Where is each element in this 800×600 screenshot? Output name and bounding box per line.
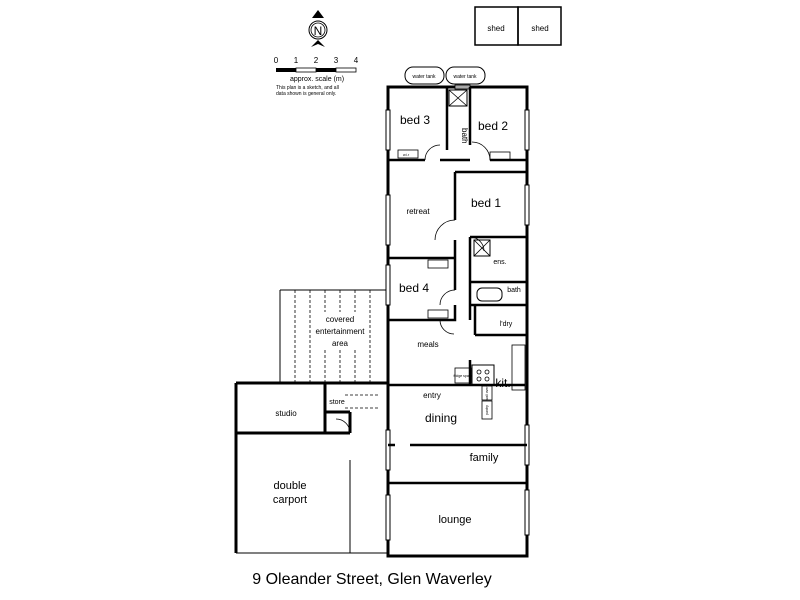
store-label: store	[329, 399, 345, 406]
address-title: 9 Oleander Street, Glen Waverley	[252, 571, 492, 588]
covered-area-label: covered	[326, 315, 354, 324]
wall-oven-label: wall oven	[485, 386, 489, 401]
scale-tick: 3	[334, 56, 339, 65]
studio-label: studio	[275, 409, 297, 418]
shed-label: shed	[487, 24, 504, 33]
carport-label: double	[273, 480, 306, 492]
ensuite-label: ens.	[493, 259, 506, 266]
carport-label: carport	[273, 494, 307, 506]
scale-tick: 1	[294, 56, 299, 65]
pantry-label: pantry	[485, 405, 489, 415]
compass-label: N	[314, 24, 323, 38]
scale-tick: 4	[354, 56, 359, 65]
lounge-label: lounge	[438, 514, 471, 526]
scale-bar: 0 1 2 3 4 approx. scale (m) This plan is…	[274, 56, 359, 97]
meals-label: meals	[417, 340, 438, 349]
water-tank-label: water tank	[453, 74, 477, 80]
scale-tick: 0	[274, 56, 279, 65]
north-compass-icon: N	[308, 10, 328, 47]
water-tanks: water tank water tank	[404, 66, 486, 85]
bath-label: bath	[507, 287, 521, 294]
kitchen-label: kit.	[495, 376, 510, 390]
bed3-label: bed 3	[400, 113, 430, 127]
entry-label: entry	[423, 391, 441, 400]
bed4-label: bed 4	[399, 281, 429, 295]
covered-area-label: entertainment	[316, 327, 366, 336]
family-label: family	[470, 452, 499, 464]
covered-entertainment-area: covered entertainment area	[279, 289, 388, 383]
room-labels: bed 3 bath bed 2 bed 1 retreat ens. bed …	[399, 113, 521, 526]
bed1-label: bed 1	[471, 196, 501, 210]
bath-top-label: bath	[460, 128, 469, 144]
sheds: shed shed	[474, 6, 562, 46]
water-tank-label: water tank	[412, 74, 436, 80]
laundry-label: l'dry	[500, 321, 513, 328]
bed2-label: bed 2	[478, 119, 508, 133]
shed-label: shed	[531, 24, 548, 33]
disclaimer: This plan is a sketch, and all	[276, 85, 339, 91]
main-house: fridge space wall oven pantry w.i.r	[385, 84, 530, 558]
covered-area-label: area	[332, 339, 349, 348]
disclaimer: data shown is general only.	[276, 91, 336, 97]
dining-label: dining	[425, 411, 457, 425]
retreat-label: retreat	[406, 207, 430, 216]
scale-tick: 2	[314, 56, 319, 65]
studio-carport-wing: studio store double carport	[234, 381, 388, 554]
wir-label: w.i.r	[403, 153, 410, 157]
fridge-space-label: fridge space	[453, 374, 472, 378]
scale-label: approx. scale (m)	[290, 76, 344, 83]
